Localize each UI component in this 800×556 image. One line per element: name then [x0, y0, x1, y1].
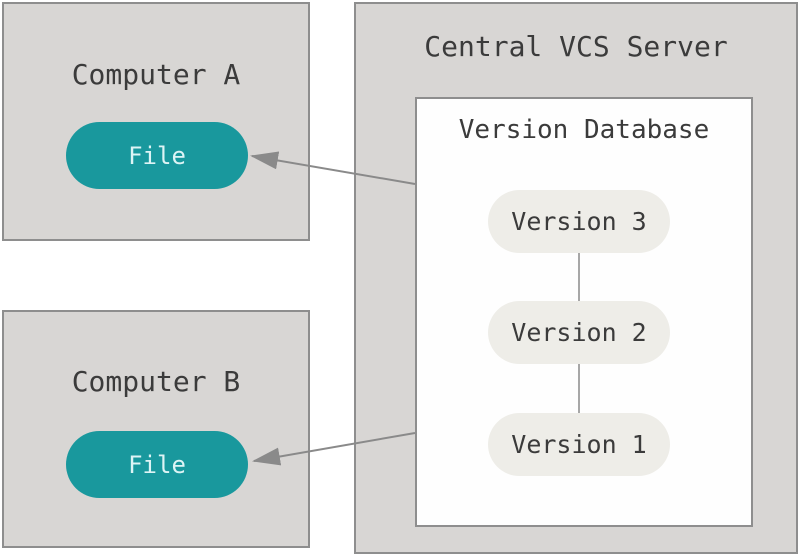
computer-a-box: Computer A File [2, 2, 310, 241]
version-2-pill: Version 2 [488, 301, 670, 364]
central-vcs-server-title: Central VCS Server [424, 30, 728, 63]
version-database-box: Version Database Version 3 Version 2 Ver… [415, 97, 753, 527]
version-2-label: Version 2 [511, 318, 647, 347]
computer-b-title: Computer B [71, 365, 241, 398]
version-database-title: Version Database [458, 115, 710, 145]
computer-a-title: Computer A [71, 58, 241, 91]
computer-a-file-label: File [128, 141, 186, 170]
computer-b-file-pill: File [66, 431, 248, 498]
version-1-pill: Version 1 [488, 413, 670, 476]
computer-b-box: Computer B File [2, 310, 310, 548]
version-3-label: Version 3 [511, 207, 647, 236]
central-vcs-server-box: Central VCS Server Version Database Vers… [354, 2, 798, 554]
computer-b-file-label: File [128, 450, 186, 479]
version-3-pill: Version 3 [488, 190, 670, 253]
computer-a-file-pill: File [66, 122, 248, 189]
version-1-label: Version 1 [511, 430, 647, 459]
